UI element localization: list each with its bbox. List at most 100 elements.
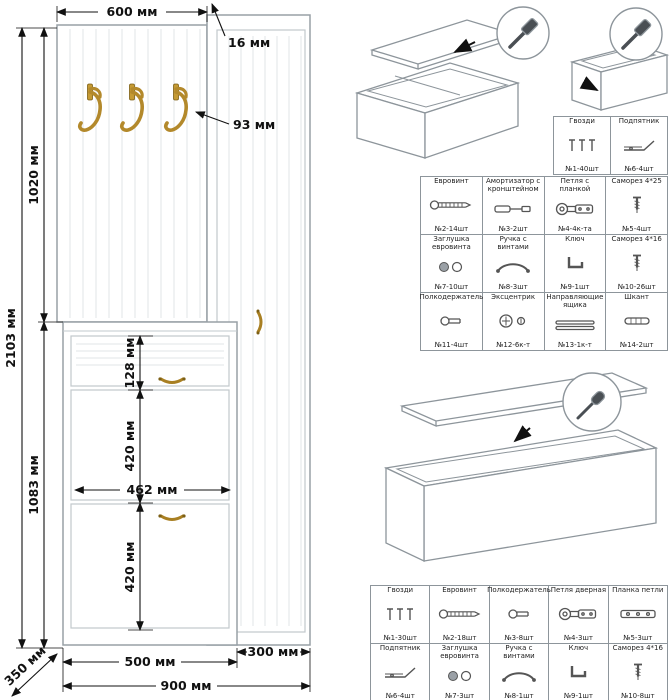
dim-flap-lower-height: 420 мм [122, 542, 137, 593]
hallway-unit-drawing: 600 мм 16 мм 93 мм 2103 мм 1020 мм 1083 … [1, 4, 310, 697]
part-qty: №13-1к-т [557, 341, 592, 349]
part-label: Направляющие ящика [546, 293, 604, 309]
shelfpin-icon [504, 595, 534, 634]
part-qty: №6-4шт [385, 692, 415, 700]
part-cell: Направляющие ящика №13-1к-т [543, 292, 607, 351]
drawer-slats [76, 343, 224, 366]
part-qty: №1-30шт [383, 634, 418, 642]
part-cell: Подпятник №6-4шт [610, 116, 668, 175]
part-cell: Саморез 4*25 №5-4шт [605, 176, 668, 235]
part-label: Амортизатор с кронштейном [485, 177, 541, 193]
part-cell: Подпятник №6-4шт [369, 643, 431, 700]
shoe-flap-lower [70, 503, 230, 629]
part-qty: №9-1шт [560, 283, 590, 291]
part-qty: №12-6к-т [496, 341, 531, 349]
part-qty: №5-4шт [622, 225, 652, 233]
part-qty: №9-1шт [563, 692, 593, 700]
cap-icon [445, 660, 475, 692]
key-icon [562, 244, 588, 283]
part-label: Евровинт [434, 177, 469, 185]
part-cell: Евровинт №2-14шт [420, 176, 483, 235]
shelfpin-icon [436, 302, 466, 341]
hardware-table-top: Евровинт №2-14шт Амортизатор с кронштейном… [420, 176, 668, 351]
part-label: Планка петли [612, 586, 664, 594]
cap-icon [436, 251, 466, 283]
hinge-icon [557, 595, 599, 634]
part-cell: Ручка с винтами №8-3шт [481, 234, 545, 293]
nails-icon [565, 126, 599, 165]
dimensions: 600 мм 16 мм 93 мм 2103 мм 1020 мм 1083 … [1, 4, 310, 697]
screw-icon [630, 186, 644, 225]
cam-icon [497, 302, 529, 341]
part-cell: Планка петли №5-3шт [607, 585, 669, 644]
glide-icon [621, 126, 657, 165]
panel-planks [69, 29, 201, 318]
dim-top-width: 600 мм [107, 4, 158, 19]
screw-icon [630, 244, 644, 283]
part-qty: №6-4шт [624, 165, 654, 173]
part-label: Саморез 4*16 [612, 644, 663, 652]
part-label: Заглушка евровинта [440, 644, 479, 660]
part-cell: Саморез 4*16 №10-8шт [607, 643, 669, 700]
dowel-icon [621, 302, 653, 341]
part-label: Подпятник [618, 117, 660, 125]
dim-drawer-height: 128 мм [122, 338, 137, 389]
part-cell: Ручка с винтами №8-1шт [488, 643, 550, 700]
dim-depth: 350 мм [1, 643, 48, 689]
part-label: Ручка с винтами [503, 644, 535, 660]
part-cell: Полкодержатель №11-4шт [419, 292, 484, 351]
part-label: Евровинт [442, 586, 477, 594]
part-qty: №10-8шт [620, 692, 655, 700]
dim-inner-width: 462 мм [127, 482, 178, 497]
part-label: Полкодержатель [419, 293, 484, 301]
part-label: Гвозди [569, 117, 595, 125]
dim-upper-height: 1020 мм [26, 145, 41, 205]
part-cell: Амортизатор с кронштейном №3-2шт [481, 176, 545, 235]
part-label: Саморез 4*25 [611, 177, 662, 185]
part-qty: №8-1шт [504, 692, 534, 700]
dim-total-width: 900 мм [161, 678, 212, 693]
dim-flap-upper-height: 420 мм [122, 421, 137, 472]
part-label: Петля с планкой [559, 177, 591, 193]
dim-cabinet-width: 500 мм [125, 654, 176, 669]
key-icon [565, 653, 591, 692]
part-label: Подпятник [379, 644, 421, 652]
damper-icon [492, 193, 534, 225]
part-qty: №7-3шт [444, 692, 475, 700]
dim-lower-height: 1083 мм [26, 455, 41, 515]
part-qty: №2-14шт [434, 225, 469, 233]
nails-icon [383, 595, 417, 634]
handle-icon [499, 660, 539, 692]
part-qty: №8-3шт [498, 283, 528, 291]
glide-icon [382, 653, 418, 692]
part-qty: №14-2шт [619, 341, 654, 349]
rails-icon [554, 309, 596, 341]
part-cell: Петля дверная №4-3шт [548, 585, 609, 644]
part-qty: №3-8шт [504, 634, 534, 642]
part-label: Эксцентрик [491, 293, 536, 301]
part-qty: №11-4шт [434, 341, 469, 349]
part-qty: №10-26шт [617, 283, 656, 291]
part-label: Ручка с винтами [497, 235, 529, 251]
part-qty: №3-2шт [498, 225, 528, 233]
part-qty: №5-3шт [623, 634, 653, 642]
handle-icon [493, 251, 533, 283]
part-qty: №4-3шт [563, 634, 593, 642]
part-label: Петля дверная [550, 586, 607, 594]
part-cell: Эксцентрик №12-6к-т [481, 292, 545, 351]
part-cell: Заглушка евровинта №7-3шт [429, 643, 490, 700]
part-label: Гвозди [387, 586, 414, 594]
assembly-step-2 [383, 372, 659, 563]
part-qty: №4-4к-та [557, 225, 592, 233]
dim-panel-thickness: 16 мм [228, 35, 270, 50]
